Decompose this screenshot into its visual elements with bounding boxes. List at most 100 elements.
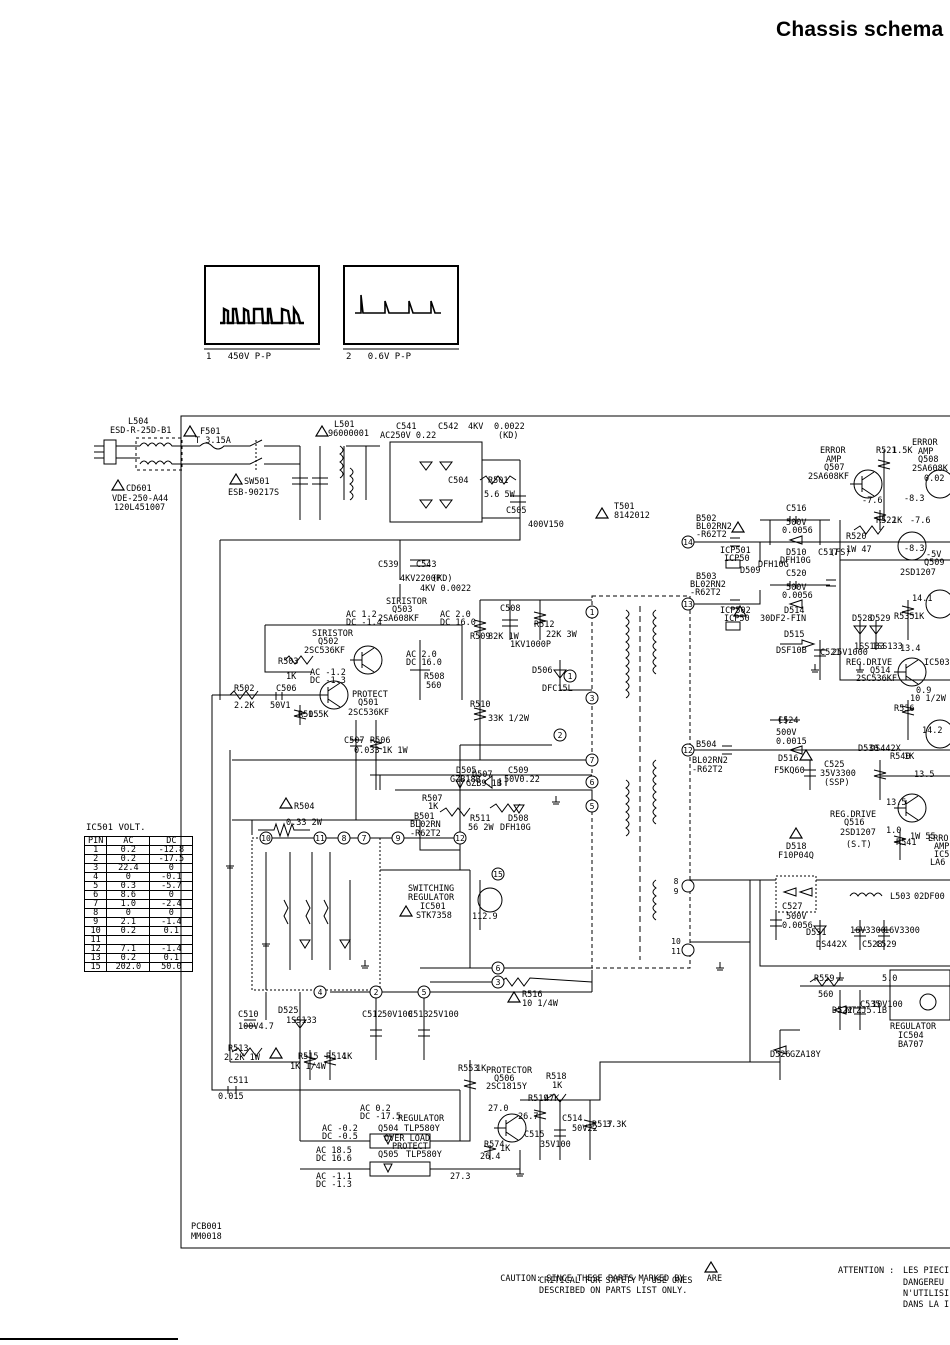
label-r503-val: 1K bbox=[286, 672, 297, 682]
label-l503-type: 02DF00 bbox=[914, 892, 945, 902]
label-q505-title2: PROTECT bbox=[392, 1142, 428, 1152]
label-c539: C539 bbox=[378, 560, 399, 570]
label-r516: R516 bbox=[522, 990, 543, 1000]
voltage-q505-ac2: AC 18.5 bbox=[316, 1146, 352, 1156]
regulator-ic504 bbox=[889, 969, 950, 1021]
voltage-5-0: 5.0 bbox=[882, 974, 898, 984]
voltage-13-5b: 13.5 bbox=[886, 798, 907, 808]
label-r502-val: 2.2K bbox=[234, 701, 255, 711]
svg-text:3: 3 bbox=[496, 978, 501, 987]
label-c516-val2: 0.0056 bbox=[782, 526, 813, 536]
label-d508-type: DFH10G bbox=[500, 823, 531, 833]
label-r512: R512 bbox=[534, 620, 555, 630]
label-c535: C535 bbox=[860, 1000, 881, 1010]
label-b502-type2: -R62T2 bbox=[696, 530, 727, 540]
label-r521: R521 bbox=[876, 446, 897, 456]
capacitor-c541 bbox=[312, 446, 328, 520]
label-ic501-title2: REGULATOR bbox=[408, 893, 455, 903]
label-d509: D509 bbox=[740, 566, 761, 576]
resistor-r509 bbox=[473, 600, 487, 690]
voltage-q502-ac: AC 2.0 bbox=[406, 650, 437, 660]
label-q505: Q505 bbox=[378, 1150, 399, 1160]
voltage-1-0: 1.0 bbox=[886, 826, 902, 836]
label-c525-val2: (SSP) bbox=[824, 778, 850, 788]
capacitor-c520 bbox=[770, 581, 830, 589]
capacitor-c527 bbox=[770, 912, 782, 940]
voltage-27-0: 27.0 bbox=[488, 1104, 509, 1114]
volt-cell-dc: 50.0 bbox=[149, 962, 194, 972]
voltage-m8-3: -8.3 bbox=[904, 494, 925, 504]
label-q503-title: SIRISTOR bbox=[386, 597, 427, 607]
label-q508: Q508 bbox=[918, 455, 939, 465]
label-d510: D510 bbox=[786, 548, 807, 558]
voltage-bottom-ac: AC -1.1 bbox=[316, 1172, 352, 1182]
resistor-r501 bbox=[479, 475, 517, 485]
capacitor-c529 bbox=[878, 920, 890, 950]
voltage-q501-ac: AC -1.2 bbox=[310, 668, 346, 678]
label-q506-type: 2SC1815Y bbox=[486, 1082, 527, 1092]
voltage-m5v: -5V bbox=[926, 550, 942, 560]
label-r559-val: 560 bbox=[818, 990, 834, 1000]
label-t501: T501 bbox=[614, 502, 635, 512]
switch-sw501 bbox=[200, 457, 300, 465]
label-c542: C542 bbox=[438, 422, 459, 432]
svg-text:9: 9 bbox=[674, 887, 679, 896]
icp502 bbox=[725, 621, 741, 631]
label-r559: R559 bbox=[814, 974, 835, 984]
diode-d508 bbox=[513, 804, 525, 814]
svg-text:8: 8 bbox=[342, 834, 347, 843]
label-b504-type: BL02RN2 bbox=[692, 756, 728, 766]
zener-d526 bbox=[772, 1030, 787, 1080]
label-r509: R509 bbox=[470, 632, 491, 642]
label-ic504: IC504 bbox=[898, 1031, 924, 1041]
label-r511: R511 bbox=[470, 814, 491, 824]
label-la: LA6 bbox=[930, 858, 946, 868]
label-c543: C543 bbox=[416, 560, 437, 570]
label-c506: C506 bbox=[276, 684, 297, 694]
label-c507-val: 0.033 bbox=[354, 746, 380, 756]
label-ic503: IC503 bbox=[924, 658, 950, 668]
resistor-r559 bbox=[800, 977, 950, 987]
voltage-0-9: 0.9 bbox=[916, 686, 932, 696]
label-c520-val2: 0.0056 bbox=[782, 591, 813, 601]
label-ic504-type: BA707 bbox=[898, 1040, 924, 1050]
transistor-q509 bbox=[897, 531, 927, 561]
voltage-q501-dc: DC -1.3 bbox=[310, 676, 346, 686]
inductor-l503 bbox=[849, 892, 883, 897]
label-b503: B503 bbox=[696, 572, 717, 582]
svg-text:12: 12 bbox=[455, 834, 465, 843]
voltage-bottom-dc: DC -1.3 bbox=[316, 1180, 352, 1190]
label-q514-type: 2SC536KF bbox=[856, 674, 897, 684]
voltage-q503-dc: DC -1.4 bbox=[346, 618, 382, 628]
label-c510: C510 bbox=[238, 1010, 259, 1020]
volt-cell-dc: 0.1 bbox=[149, 926, 194, 936]
diode-d516 bbox=[788, 745, 803, 755]
resistor-r574 bbox=[483, 1145, 497, 1160]
label-r518: R518 bbox=[546, 1072, 567, 1082]
label-q508-title: ERROR bbox=[912, 438, 938, 448]
resistor-r520 bbox=[853, 525, 885, 535]
label-r514: R514 bbox=[326, 1052, 347, 1062]
label-c508: C508 bbox=[500, 604, 521, 614]
label-q506: Q506 bbox=[494, 1074, 515, 1084]
label-c511-val: 0.015 bbox=[218, 1092, 244, 1102]
label-d505: D505 bbox=[456, 766, 477, 776]
label-c517: C517 bbox=[818, 548, 839, 558]
attention-line2: DANGEREU bbox=[903, 1278, 944, 1288]
voltage-13-5: 13.5 bbox=[914, 770, 935, 780]
label-error-amp2: AMP bbox=[934, 842, 950, 852]
label-sw501: SW501 bbox=[244, 477, 270, 487]
pcb-line2: MM0018 bbox=[191, 1232, 222, 1242]
label-q503-type: 2SA608KF bbox=[378, 614, 419, 624]
icp501 bbox=[725, 559, 741, 569]
resistor-r513 bbox=[231, 1047, 263, 1057]
label-c524-val2: 0.0015 bbox=[776, 737, 807, 747]
label-cd601-type: VDE-250-A44 bbox=[112, 494, 169, 504]
label-r508-val: 560 bbox=[426, 681, 442, 691]
fuse-f501 bbox=[199, 439, 300, 450]
capacitor-c535 bbox=[854, 990, 866, 1030]
label-c525: C525 bbox=[824, 760, 845, 770]
label-b501: B501 bbox=[414, 812, 435, 822]
transformer-t501-box bbox=[591, 595, 691, 969]
label-c521: C521 bbox=[820, 648, 841, 658]
